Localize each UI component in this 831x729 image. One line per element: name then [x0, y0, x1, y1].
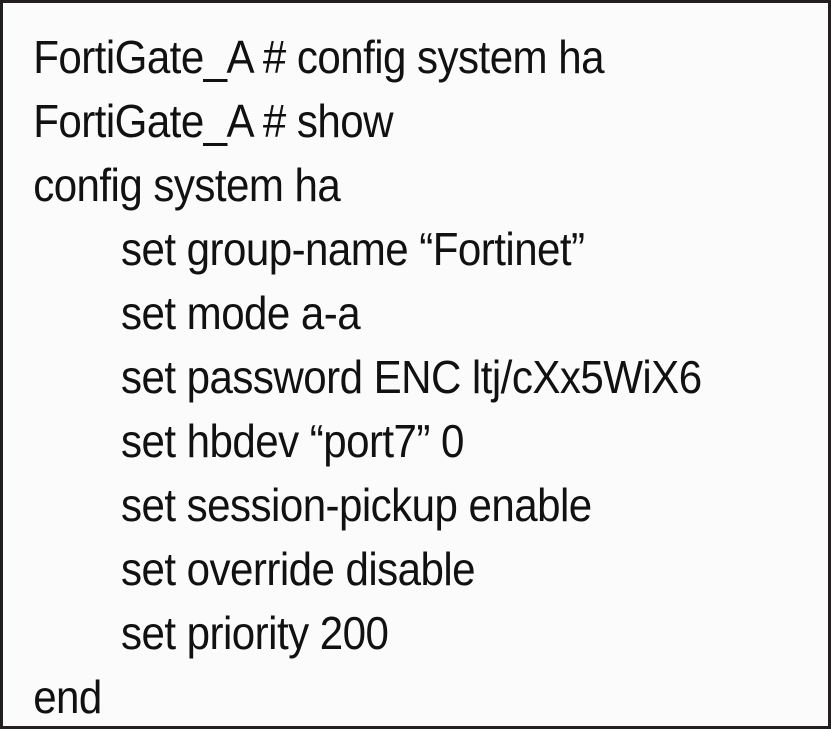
- cli-line: config system ha: [33, 159, 341, 211]
- cli-line: set priority 200: [121, 607, 389, 659]
- cli-line: FortiGate_A # config system ha: [33, 31, 604, 83]
- cli-line: set group-name “Fortinet”: [121, 223, 585, 275]
- cli-transcript[interactable]: FortiGate_A # config system ha FortiGate_…: [3, 3, 828, 726]
- cli-line: set override disable: [121, 543, 476, 595]
- cli-line: set hbdev “port7” 0: [121, 415, 464, 467]
- cli-line: set password ENC ltj/cXx5WiX6: [121, 351, 702, 403]
- cli-line: end: [33, 671, 102, 723]
- cli-line: FortiGate_A # show: [33, 95, 393, 147]
- cli-line: set session-pickup enable: [121, 479, 592, 531]
- cli-line: set mode a-a: [121, 287, 361, 339]
